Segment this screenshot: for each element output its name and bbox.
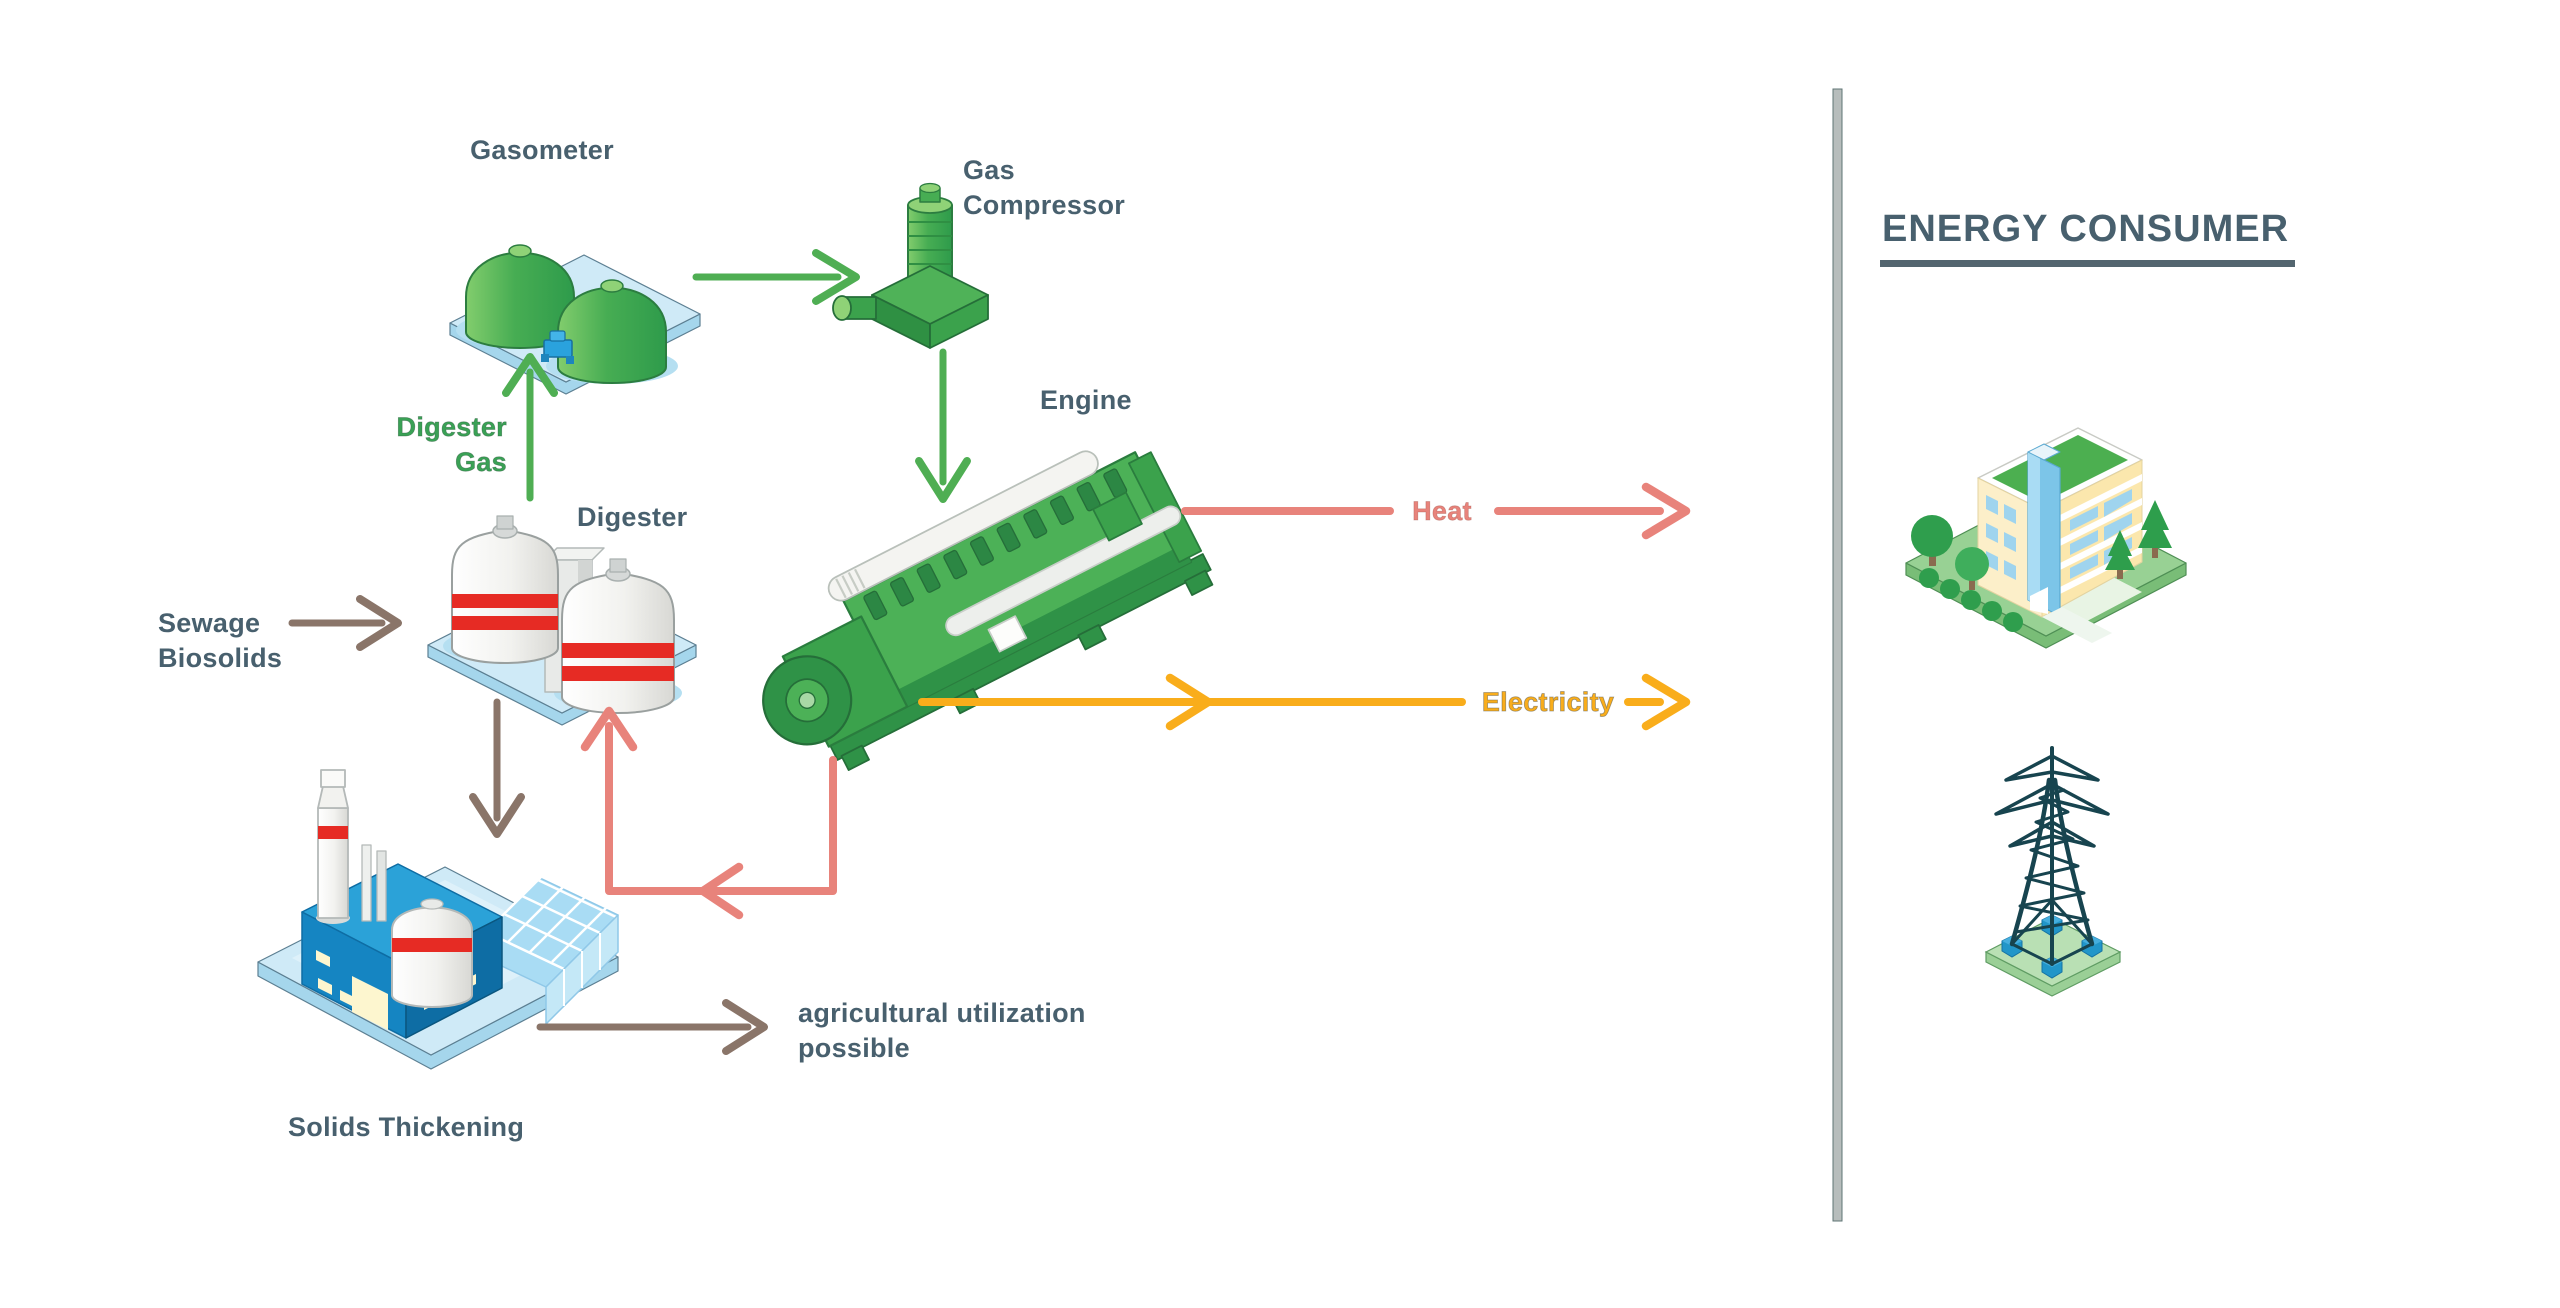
digester-illustration xyxy=(427,515,697,726)
sewage-biosolids-label-line1: Sewage xyxy=(158,608,261,638)
sewage-biosolids-label: Sewage Biosolids xyxy=(158,606,282,676)
agricultural-utilization-line2: possible xyxy=(798,1033,910,1063)
gasometer-label: Gasometer xyxy=(470,135,614,165)
transmission-tower-icon xyxy=(1984,746,2122,997)
gas-compressor-label-line1: Gas xyxy=(963,155,1015,185)
arrow-electricity xyxy=(918,673,1691,731)
agricultural-utilization-line1: agricultural utilization xyxy=(798,998,1086,1028)
arrow-solids-to-agricultural xyxy=(536,999,768,1055)
energy-consumer-title: ENERGY CONSUMER xyxy=(1880,208,2296,267)
sewage-biosolids-label-line2: Biosolids xyxy=(158,643,283,673)
gasometer-illustration xyxy=(449,244,701,395)
arrow-digester-gas-up xyxy=(502,353,558,502)
heat-flow-label: Heat xyxy=(1412,496,1472,527)
arrow-compressor-to-engine xyxy=(915,348,971,503)
arrow-digester-to-solids xyxy=(469,698,525,838)
digester-gas-flow-label: Digester Gas xyxy=(307,410,507,480)
engine-label: Engine xyxy=(1040,385,1132,415)
solids-thickening-label: Solids Thickening xyxy=(288,1112,525,1142)
digester-gas-label-line2: Gas xyxy=(455,447,507,478)
arrow-heat xyxy=(1181,482,1691,540)
arrow-heat-return-to-digester xyxy=(580,706,837,920)
gas-compressor-label: Gas Compressor xyxy=(963,153,1125,223)
gas-compressor-label-line2: Compressor xyxy=(963,190,1126,220)
gas-compressor-illustration xyxy=(832,182,989,349)
engine-illustration xyxy=(762,450,1214,771)
arrow-gasometer-to-compressor xyxy=(692,249,860,305)
digester-label: Digester xyxy=(577,502,688,532)
solids-thickening-illustration xyxy=(257,769,619,1070)
section-divider xyxy=(1832,88,1843,1222)
digester-gas-label-line1: Digester xyxy=(396,412,507,443)
agricultural-utilization-label: agricultural utilization possible xyxy=(798,996,1086,1066)
office-building-icon xyxy=(1905,427,2187,649)
gasometer-pump xyxy=(541,330,574,364)
arrow-sewage-to-digester xyxy=(288,595,402,651)
electricity-flow-label: Electricity xyxy=(1481,687,1615,718)
